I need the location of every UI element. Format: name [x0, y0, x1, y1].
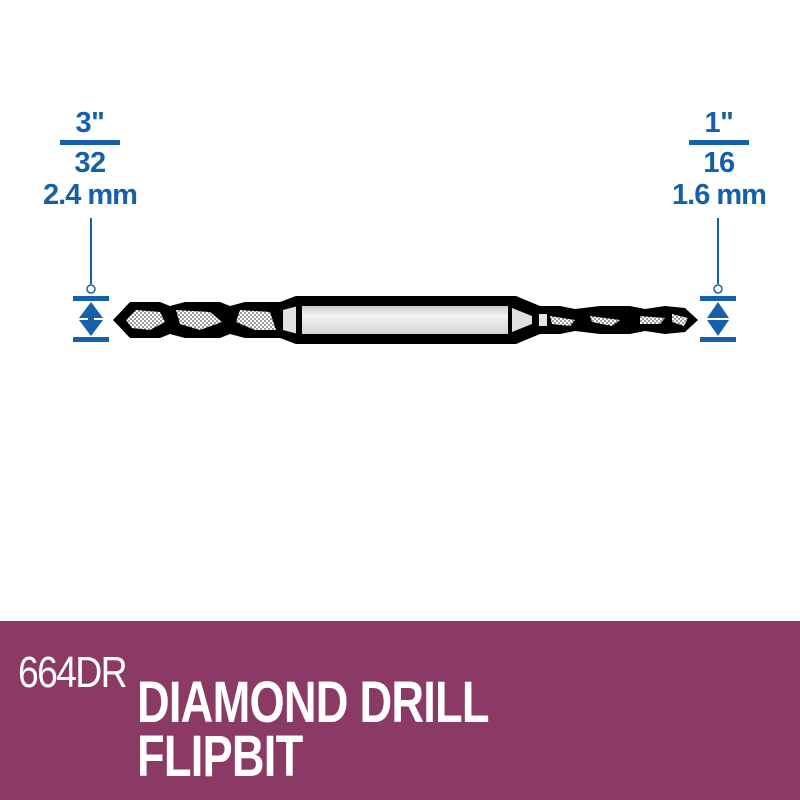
product-code: 664DR: [18, 648, 128, 697]
right-fraction-numerator: 1": [704, 107, 734, 139]
left-fraction-numerator: 3": [75, 107, 105, 139]
drill-bit: [113, 296, 698, 344]
product-title-line1: DIAMOND DRILL: [137, 670, 490, 735]
product-banner: [0, 621, 800, 800]
drill-bit-drawing: [73, 218, 736, 344]
product-title-line2: FLIPBIT: [137, 724, 303, 789]
right-fraction-denominator: 16: [703, 147, 735, 179]
right-leader-line: [713, 218, 723, 294]
left-fraction-denominator: 32: [74, 147, 106, 179]
left-leader-line: [86, 218, 96, 294]
left-metric-size: 2.4 mm: [43, 179, 138, 211]
left-dimension-arrows-icon: [73, 296, 109, 342]
left-dimension-label: 3" 32 2.4 mm: [38, 108, 142, 212]
right-dimension-arrows-icon: [700, 296, 736, 342]
right-dimension-label: 1" 16 1.6 mm: [660, 108, 778, 212]
right-metric-size: 1.6 mm: [672, 179, 767, 211]
left-fraction-bar: [60, 140, 120, 145]
product-title: DIAMOND DRILL FLIPBIT: [137, 670, 490, 789]
right-fraction-bar: [689, 140, 749, 145]
